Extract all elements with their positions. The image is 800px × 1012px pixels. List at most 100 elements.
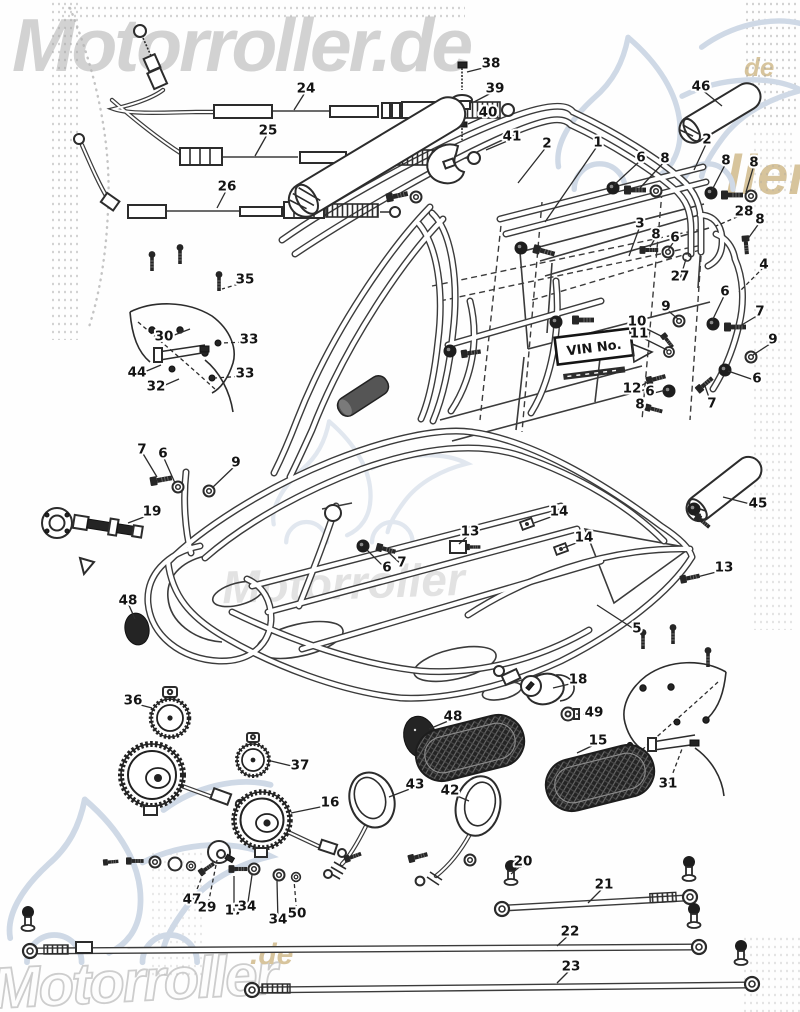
headlight-connector-b — [317, 838, 339, 856]
scan-noise-arc — [68, 6, 110, 332]
callout-leader — [211, 464, 237, 489]
part-number-13: 13 — [715, 560, 734, 576]
callout-leader — [562, 539, 585, 549]
callout-leader — [738, 266, 765, 293]
mudflap-bracket-44-32 — [153, 344, 234, 413]
bracket-41 — [426, 143, 466, 185]
callout-leader — [276, 880, 279, 923]
callout-leader — [631, 378, 654, 392]
mirror-43 — [323, 771, 396, 880]
steering-joint — [324, 504, 342, 522]
callout-leader — [466, 65, 492, 73]
callout-leader — [163, 328, 191, 340]
callout-leader — [693, 141, 708, 171]
part-number-12: 12 — [623, 381, 642, 397]
callout-leader — [206, 859, 218, 911]
mirror-42 — [414, 775, 502, 887]
part-number-11: 11 — [630, 326, 649, 342]
part-number-8: 8 — [721, 153, 730, 169]
part-number-39: 39 — [486, 81, 505, 97]
bolt-38 — [457, 61, 468, 90]
mudflap-bracket-31 — [626, 734, 725, 797]
part-number-6: 6 — [158, 446, 167, 462]
part-number-36: 36 — [124, 693, 143, 709]
callout-leader — [649, 236, 657, 248]
callout-leader — [752, 341, 774, 356]
grip-pad-2 — [287, 96, 467, 218]
part-number-22: 22 — [561, 924, 580, 940]
callout-leader — [467, 114, 489, 125]
callout-leader — [293, 879, 298, 917]
callout-leader — [517, 145, 548, 184]
part-number-46: 46 — [692, 79, 711, 95]
callout-leader — [739, 313, 761, 327]
horn-37 — [235, 732, 271, 778]
part-number-20: 20 — [514, 854, 533, 870]
frame-sleeve — [336, 375, 390, 417]
headlight-plug-b — [337, 848, 347, 858]
part-number-38: 38 — [482, 56, 501, 72]
part-number-23: 23 — [562, 959, 581, 975]
part-number-21: 21 — [595, 877, 614, 893]
frame-tubes — [27, 89, 751, 993]
part-number-5: 5 — [632, 621, 641, 637]
part-number-17: 17 — [225, 903, 244, 919]
callout-leader — [270, 760, 301, 769]
part-number-6: 6 — [752, 371, 761, 387]
plate-bracket — [631, 342, 654, 364]
part-number-6: 6 — [670, 230, 679, 246]
part-number-33: 33 — [236, 366, 255, 382]
callout-leader — [746, 221, 761, 241]
callout-leader — [552, 681, 579, 689]
callout-leader — [704, 385, 713, 407]
part-number-2: 2 — [702, 132, 711, 148]
tie-rod-22 — [20, 902, 708, 960]
callout-leader — [388, 786, 416, 798]
callout-leader — [596, 604, 638, 632]
part-number-43: 43 — [406, 777, 425, 793]
callout-leader — [636, 323, 666, 339]
scan-noise-left — [50, 0, 80, 340]
part-number-42: 42 — [441, 783, 460, 799]
part-number-26: 26 — [218, 179, 237, 195]
callout-leader — [220, 341, 250, 344]
part-number-8: 8 — [660, 151, 669, 167]
part-number-10: 10 — [628, 314, 647, 330]
horn-36 — [148, 686, 192, 740]
callout-leader — [387, 551, 403, 566]
scan-noise-top — [60, 4, 465, 19]
callout-leader — [711, 293, 726, 322]
part-number-7: 7 — [755, 304, 764, 320]
callout-leader — [132, 702, 153, 709]
part-number-27: 27 — [671, 269, 690, 285]
callout-leader — [127, 602, 136, 620]
parts-layer: VIN No. — [20, 24, 763, 999]
callout-leader — [613, 159, 642, 186]
vin-plate: VIN No. — [553, 327, 635, 380]
callout-leader — [141, 451, 158, 478]
scan-noise-bottom-right — [742, 935, 800, 1012]
alignment-dashes — [431, 191, 703, 433]
callout-leader — [696, 569, 725, 578]
part-number-47: 47 — [183, 892, 202, 908]
fasteners — [102, 181, 758, 883]
part-number-32: 32 — [147, 379, 166, 395]
part-number-6: 6 — [636, 150, 645, 166]
part-number-6: 6 — [645, 384, 654, 400]
rubber-pad-48-left — [124, 612, 150, 646]
part-number-50: 50 — [288, 906, 307, 922]
bracket-29 — [207, 840, 236, 864]
callout-leader — [544, 144, 599, 223]
scan-noise-right — [752, 130, 794, 630]
part-number-7: 7 — [707, 396, 716, 412]
part-number-14: 14 — [550, 504, 569, 520]
part-number-37: 37 — [291, 758, 310, 774]
part-number-7: 7 — [397, 555, 406, 571]
callout-leader — [556, 968, 572, 984]
part-number-4: 4 — [759, 257, 768, 273]
callout-leader — [533, 513, 560, 524]
callout-leader — [428, 718, 454, 730]
part-number-7: 7 — [137, 442, 146, 458]
